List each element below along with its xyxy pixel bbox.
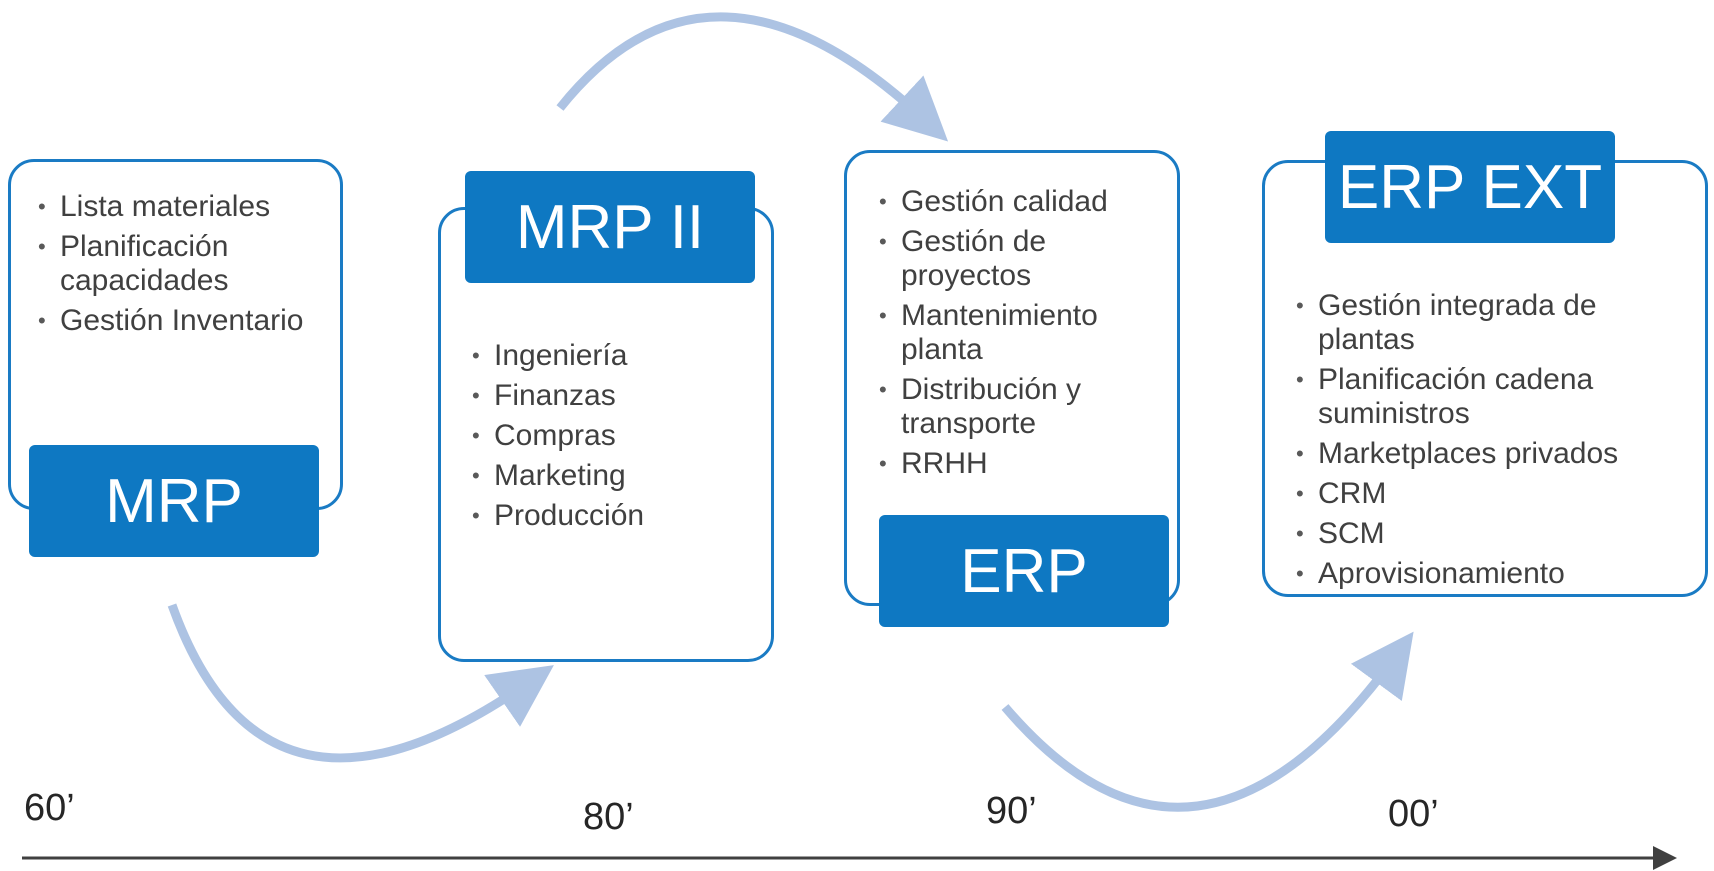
list-item: Distribución y transporte bbox=[879, 373, 1169, 441]
decade-label-60s: 60’ bbox=[24, 787, 75, 829]
list-item: Gestión calidad bbox=[879, 185, 1169, 219]
mrpii-feature-list: Ingeniería Finanzas Compras Marketing Pr… bbox=[472, 339, 762, 539]
list-item: CRM bbox=[1296, 477, 1696, 511]
list-item: Lista materiales bbox=[38, 190, 338, 224]
list-item: Gestión de proyectos bbox=[879, 225, 1169, 293]
erp-tag: ERP bbox=[879, 515, 1169, 627]
erp-ext-tag: ERP EXT bbox=[1325, 131, 1615, 243]
list-item: Gestión integrada de plantas bbox=[1296, 289, 1696, 357]
decade-label-90s: 90’ bbox=[986, 790, 1037, 832]
list-item: Aprovisionamiento bbox=[1296, 557, 1696, 591]
list-item: Mantenimiento planta bbox=[879, 299, 1169, 367]
decade-label-00s: 00’ bbox=[1388, 793, 1439, 835]
erp-ext-feature-list: Gestión integrada de plantas Planificaci… bbox=[1296, 289, 1696, 597]
arrow-erp-to-erpext bbox=[1001, 631, 1414, 812]
list-item: Marketplaces privados bbox=[1296, 437, 1696, 471]
list-item: Marketing bbox=[472, 459, 762, 493]
list-item: Ingeniería bbox=[472, 339, 762, 373]
arrow-mrp-to-mrpii bbox=[167, 603, 554, 763]
decade-label-80s: 80’ bbox=[583, 796, 634, 838]
list-item: SCM bbox=[1296, 517, 1696, 551]
list-item: Producción bbox=[472, 499, 762, 533]
list-item: Finanzas bbox=[472, 379, 762, 413]
arrow-mrpii-to-erp bbox=[556, 12, 949, 142]
list-item: RRHH bbox=[879, 447, 1169, 481]
list-item: Planificación capacidades bbox=[38, 230, 338, 298]
list-item: Compras bbox=[472, 419, 762, 453]
mrpii-tag: MRP II bbox=[465, 171, 755, 283]
list-item: Gestión Inventario bbox=[38, 304, 338, 338]
list-item: Planificación cadena suministros bbox=[1296, 363, 1696, 431]
erp-feature-list: Gestión calidad Gestión de proyectos Man… bbox=[879, 185, 1169, 487]
mrp-tag: MRP bbox=[29, 445, 319, 557]
mrp-feature-list: Lista materiales Planificación capacidad… bbox=[38, 190, 338, 344]
